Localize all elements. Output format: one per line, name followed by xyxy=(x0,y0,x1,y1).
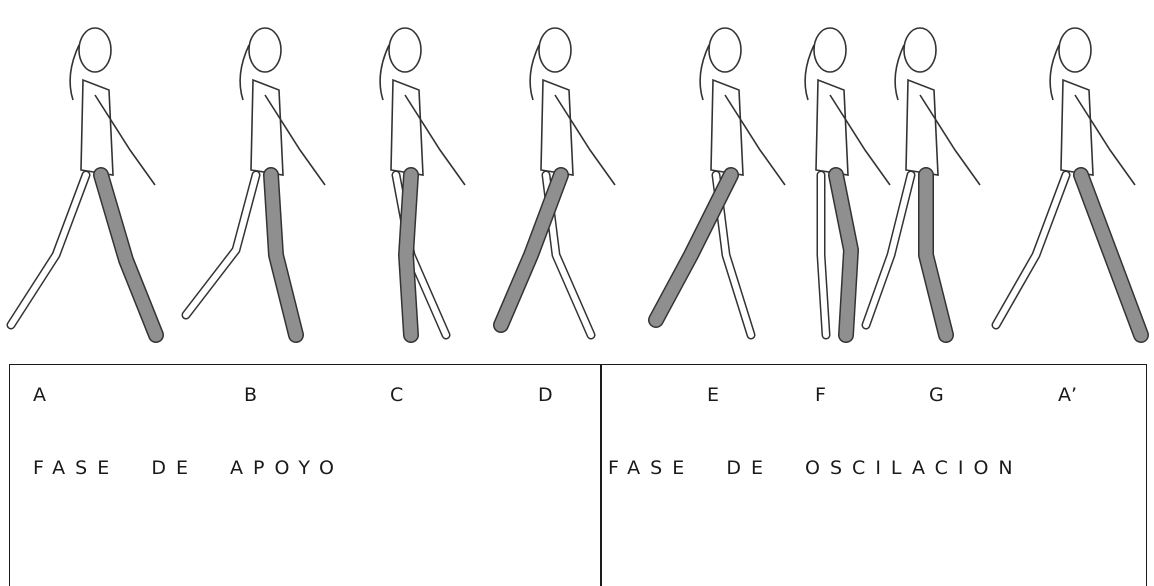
label-d: D xyxy=(538,384,553,406)
figure-leg-fill xyxy=(183,172,259,318)
figure-head xyxy=(388,27,422,73)
figure-arm xyxy=(404,94,466,186)
figure-arm xyxy=(919,94,981,186)
figure-hair xyxy=(379,44,390,101)
figure-head xyxy=(538,27,572,73)
figure-leg-fill xyxy=(863,172,914,328)
phase-label-table xyxy=(9,364,1147,586)
label-a-prime: A’ xyxy=(1058,384,1078,406)
figure-shaded-leg xyxy=(649,168,738,327)
figure-torso xyxy=(540,78,574,176)
figure-leg-fill xyxy=(993,172,1069,328)
figure-arm xyxy=(829,94,891,186)
figure-hair xyxy=(699,44,710,101)
figure-hair xyxy=(1049,44,1060,101)
figure-torso xyxy=(905,78,939,176)
figure-shaded-leg xyxy=(94,168,163,342)
gait-cycle-illustration xyxy=(6,27,1149,343)
figure-shaded-leg xyxy=(1074,168,1148,342)
figure-arm xyxy=(554,94,616,186)
walking-figure-c xyxy=(379,27,466,343)
swing-phase-label: FASE DE OSCILACION xyxy=(608,457,1023,479)
figure-hair xyxy=(239,44,250,101)
walking-figure-e xyxy=(648,27,786,340)
walking-figure-g xyxy=(861,27,981,343)
label-c: C xyxy=(390,384,404,406)
figure-hair xyxy=(69,44,80,101)
figure-arm xyxy=(264,94,326,186)
figure-torso xyxy=(250,78,284,176)
figure-shaded-leg xyxy=(494,168,568,332)
figure-head xyxy=(708,27,742,73)
figure-head xyxy=(903,27,937,73)
figure-head xyxy=(78,27,112,73)
walking-figure-a xyxy=(6,27,164,343)
figure-torso xyxy=(80,78,114,176)
figure-head xyxy=(1058,27,1092,73)
figure-torso xyxy=(710,78,744,176)
walking-figure-b xyxy=(181,27,326,343)
label-e: E xyxy=(707,384,720,406)
figure-torso xyxy=(815,78,849,176)
figure-head xyxy=(248,27,282,73)
figure-shaded-leg xyxy=(919,168,953,342)
walking-figure-d xyxy=(493,27,616,340)
figure-torso xyxy=(1060,78,1094,176)
label-g: G xyxy=(929,384,944,406)
label-a: A xyxy=(33,384,46,406)
figure-arm xyxy=(1074,94,1136,186)
figure-shaded-leg xyxy=(399,168,418,342)
figure-leg xyxy=(181,170,261,320)
figure-leg-fill xyxy=(818,172,829,338)
figure-leg-fill xyxy=(8,172,89,328)
figure-arm xyxy=(94,94,156,186)
figure-hair xyxy=(804,44,815,101)
figure-hair xyxy=(894,44,905,101)
figure-arm xyxy=(724,94,786,186)
walking-figure-a-prime xyxy=(991,27,1149,343)
stance-phase-label: FASE DE APOYO xyxy=(33,457,344,479)
label-f: F xyxy=(815,384,826,406)
label-b: B xyxy=(244,384,258,406)
figure-head xyxy=(813,27,847,73)
figure-shaded-leg xyxy=(264,168,303,342)
figure-shaded-leg xyxy=(829,168,858,342)
figure-torso xyxy=(390,78,424,176)
phase-divider xyxy=(600,364,602,586)
figure-hair xyxy=(529,44,540,101)
walking-figure-f xyxy=(804,27,891,343)
